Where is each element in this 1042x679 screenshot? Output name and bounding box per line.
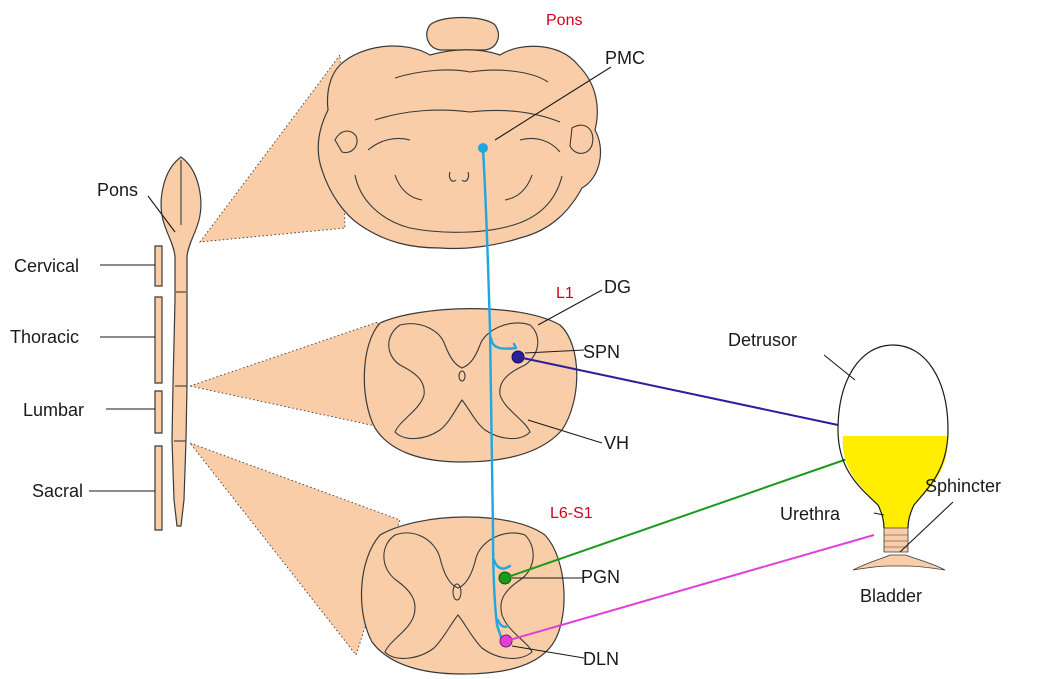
spn-label: SPN	[583, 342, 620, 362]
sphincter-label: Sphincter	[925, 476, 1001, 496]
spinal-region-brackets	[155, 246, 162, 530]
l1-projection-cone	[190, 322, 380, 427]
cord-pons-label: Pons	[97, 180, 138, 200]
pons-cross-section	[318, 18, 600, 249]
l6s1-region-title: L6-S1	[550, 505, 593, 522]
pons-region-title: Pons	[546, 12, 582, 29]
pmc-nucleus-dot	[478, 143, 488, 153]
vh-label: VH	[604, 433, 629, 453]
sacral-cross-section	[362, 517, 565, 674]
spinal-cord-schematic	[161, 157, 201, 526]
l1-cross-section	[364, 309, 576, 462]
cervical-label: Cervical	[14, 256, 79, 276]
sacral-label: Sacral	[32, 481, 83, 501]
pgn-label: PGN	[581, 567, 620, 587]
lumbar-label: Lumbar	[23, 400, 84, 420]
urethra-label: Urethra	[780, 504, 841, 524]
bladder-illustration	[838, 345, 948, 570]
pmc-label: PMC	[605, 48, 645, 68]
bladder-label: Bladder	[860, 586, 922, 606]
dln-label: DLN	[583, 649, 619, 669]
thoracic-label: Thoracic	[10, 327, 79, 347]
dg-label: DG	[604, 277, 631, 297]
detrusor-label: Detrusor	[728, 330, 797, 350]
l1-region-title: L1	[556, 285, 574, 302]
